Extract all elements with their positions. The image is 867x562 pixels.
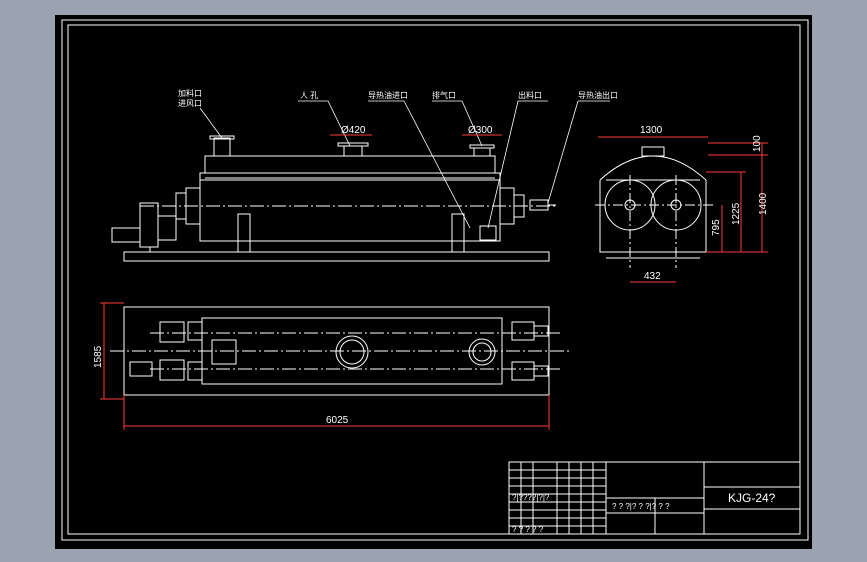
callout-feed-inlet: 加料口 — [178, 88, 202, 98]
plan-square-port — [211, 339, 237, 365]
callout-discharge: 出料口 — [518, 90, 542, 100]
outer-frame — [61, 19, 809, 541]
plan-dimension-lines — [100, 302, 550, 430]
callout-manhole: 人 孔 — [300, 91, 318, 100]
plan-gear-bottom — [159, 359, 185, 381]
title-bottom-row: ? ? ? ? ? — [512, 525, 544, 534]
front-elevation — [111, 135, 556, 262]
dim-plan-width: 1585 — [93, 345, 104, 368]
dim-side-height-mid: 1225 — [731, 202, 742, 225]
dim-plan-length: 6025 — [326, 415, 349, 426]
dim-side-height-axis: 795 — [711, 219, 722, 236]
callout-exhaust: 排气口 — [432, 90, 456, 100]
dim-side-top: 100 — [752, 135, 763, 152]
callout-air-inlet: 进风口 — [178, 99, 202, 108]
inner-frame — [67, 24, 801, 535]
plan-manhole — [335, 335, 369, 369]
title-block — [508, 461, 801, 535]
callout-leaders — [199, 100, 610, 229]
discharge-nozzle — [479, 225, 497, 241]
side-top-nozzle — [641, 146, 665, 157]
plan-gear-top — [159, 321, 185, 343]
side-dimension-lines — [598, 136, 768, 283]
dim-side-width: 1300 — [640, 125, 663, 136]
drawing-sheet — [55, 15, 812, 549]
plan-exhaust — [468, 338, 496, 366]
dim-manhole-diameter: Ø420 — [341, 125, 366, 136]
dim-side-height-total: 1400 — [758, 192, 769, 215]
plan-view — [110, 306, 570, 396]
drive-motor — [111, 227, 141, 243]
support-right — [451, 213, 465, 253]
callout-heat-oil-inlet: 导热油进口 — [368, 90, 408, 100]
drawing-code: KJG-24? — [728, 491, 776, 505]
base-rail — [123, 251, 550, 262]
side-view — [595, 146, 716, 268]
plan-motor — [129, 361, 153, 377]
support-left — [237, 213, 251, 253]
side-body — [599, 180, 707, 253]
callout-heat-oil-outlet: 导热油出口 — [578, 90, 618, 100]
title-small-row: ?|????|?|? — [512, 493, 550, 502]
dim-exhaust-diameter: Ø300 — [468, 125, 493, 136]
dim-axis-spacing: 432 — [644, 271, 661, 282]
title-code-row: ? ? ?|? ? ?|? ? ? — [612, 502, 670, 511]
